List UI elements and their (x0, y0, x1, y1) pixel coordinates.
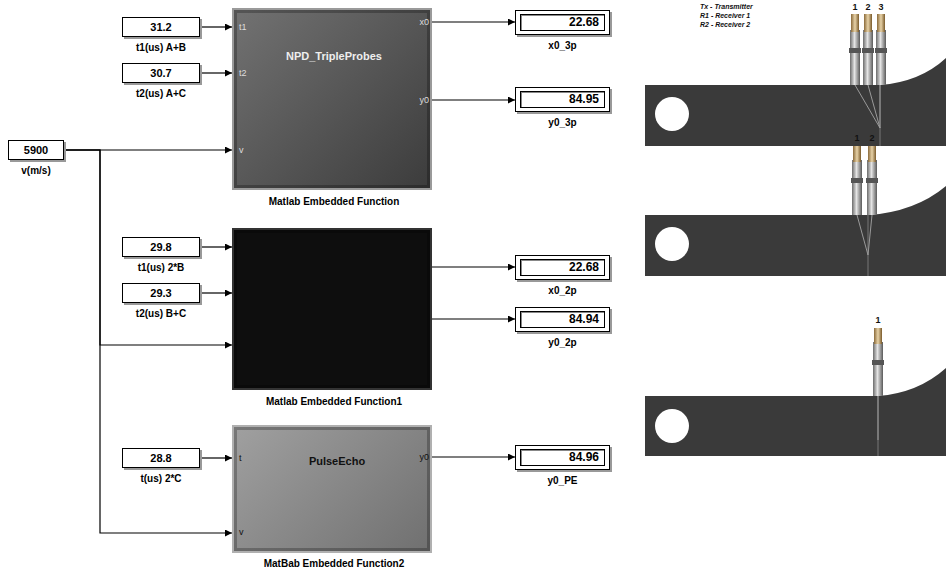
beam-path (855, 85, 880, 128)
hole (655, 409, 689, 443)
hole (655, 97, 689, 131)
value-text: 29.8 (150, 241, 171, 253)
display-block: 84.94y0_2p (515, 307, 610, 332)
signal-line (200, 292, 232, 293)
signal-line (200, 246, 232, 247)
signal-line (432, 318, 515, 319)
display-block: 22.68x0_2p (515, 255, 610, 280)
signal-line (64, 150, 232, 345)
probe (875, 14, 887, 85)
probe (866, 146, 878, 215)
display-block: 84.96y0_PE (515, 445, 610, 470)
signal-line (432, 21, 515, 22)
port-label: x0 (419, 18, 429, 28)
block-name: y0_2p (548, 337, 576, 348)
beam-path (880, 85, 881, 128)
function-name: NPD_TripleProbes (286, 50, 382, 62)
probe (862, 14, 874, 85)
constant-block: 5900v(m/s) (8, 140, 64, 160)
constant-block: 28.8t(us) 2*C (122, 448, 200, 468)
block-name: x0_3p (548, 40, 576, 51)
specimen-body (645, 58, 946, 146)
value-text: 28.8 (150, 452, 171, 464)
specimen-body (645, 186, 946, 276)
value-text: 84.94 (569, 313, 599, 326)
value-text: 22.68 (569, 16, 599, 29)
probe-number: 1 (854, 134, 859, 144)
port-label: t (239, 454, 242, 464)
port-label: v (239, 146, 244, 156)
port-label: t2 (239, 69, 247, 79)
block-name: t1(us) A+B (136, 42, 186, 53)
hole (655, 227, 689, 261)
block-name: x0_2p (548, 285, 576, 296)
specimen-block (645, 146, 946, 276)
key-text: Tx - Transmitter (700, 3, 753, 11)
signal-line (200, 72, 232, 73)
probe-number: 2 (865, 3, 870, 13)
signal-line (432, 456, 515, 457)
key-text: R1 - Receiver 1 (700, 12, 750, 20)
embedded-function-block: PulseEchotvy0MatBab Embedded Function2 (232, 425, 432, 553)
probe-number: 1 (875, 316, 880, 326)
probe (849, 14, 861, 85)
probe (851, 146, 863, 215)
block-name: t2(us) B+C (136, 308, 186, 319)
specimen-body (645, 368, 946, 456)
weld-line (880, 85, 881, 146)
display-block: 84.95y0_3p (515, 87, 610, 112)
block-name: t(us) 2*C (140, 473, 181, 484)
value-text: 29.3 (150, 287, 171, 299)
signal-line (64, 150, 232, 533)
port-label: t1 (239, 23, 247, 33)
block-name: Matlab Embedded Function (269, 196, 400, 207)
value-text: 84.96 (569, 451, 599, 464)
weld-line (878, 396, 879, 456)
embedded-function-block: Matlab Embedded Function1 (232, 228, 432, 390)
port-label: y0 (419, 96, 429, 106)
port-label: v (239, 528, 244, 538)
value-text: 5900 (24, 144, 48, 156)
specimen-block (645, 328, 946, 456)
key-text: R2 - Receiver 2 (700, 21, 750, 29)
block-name: y0_PE (547, 475, 577, 486)
signal-line (432, 99, 515, 100)
beam-path (878, 396, 879, 440)
display-block: 22.68x0_3p (515, 10, 610, 35)
probe-number: 1 (852, 3, 857, 13)
constant-block: 30.7t2(us) A+C (122, 63, 200, 83)
function-name: PulseEcho (309, 455, 365, 467)
constant-block: 29.3t2(us) B+C (122, 283, 200, 303)
constant-block: 31.2t1(us) A+B (122, 17, 200, 37)
block-name: t1(us) 2*B (138, 262, 185, 273)
signal-line (432, 266, 515, 267)
probe-number: 2 (869, 134, 874, 144)
probe (872, 328, 884, 396)
signal-line (200, 26, 232, 27)
value-text: 84.95 (569, 93, 599, 106)
signal-line (200, 457, 232, 458)
value-text: 31.2 (150, 21, 171, 33)
port-label: y0 (419, 453, 429, 463)
block-name: t2(us) A+C (136, 88, 186, 99)
beam-path (857, 215, 872, 255)
specimen-block (645, 14, 946, 146)
value-text: 30.7 (150, 67, 171, 79)
block-name: y0_3p (548, 117, 576, 128)
probe-number: 3 (878, 3, 883, 13)
block-name: Matlab Embedded Function1 (266, 396, 402, 407)
weld-line (868, 215, 869, 276)
constant-block: 29.8t1(us) 2*B (122, 237, 200, 257)
embedded-function-block: NPD_TripleProbest1t2vx0y0Matlab Embedded… (232, 8, 432, 190)
block-name: MatBab Embedded Function2 (264, 558, 405, 569)
value-text: 22.68 (569, 261, 599, 274)
block-name: v(m/s) (21, 165, 50, 176)
